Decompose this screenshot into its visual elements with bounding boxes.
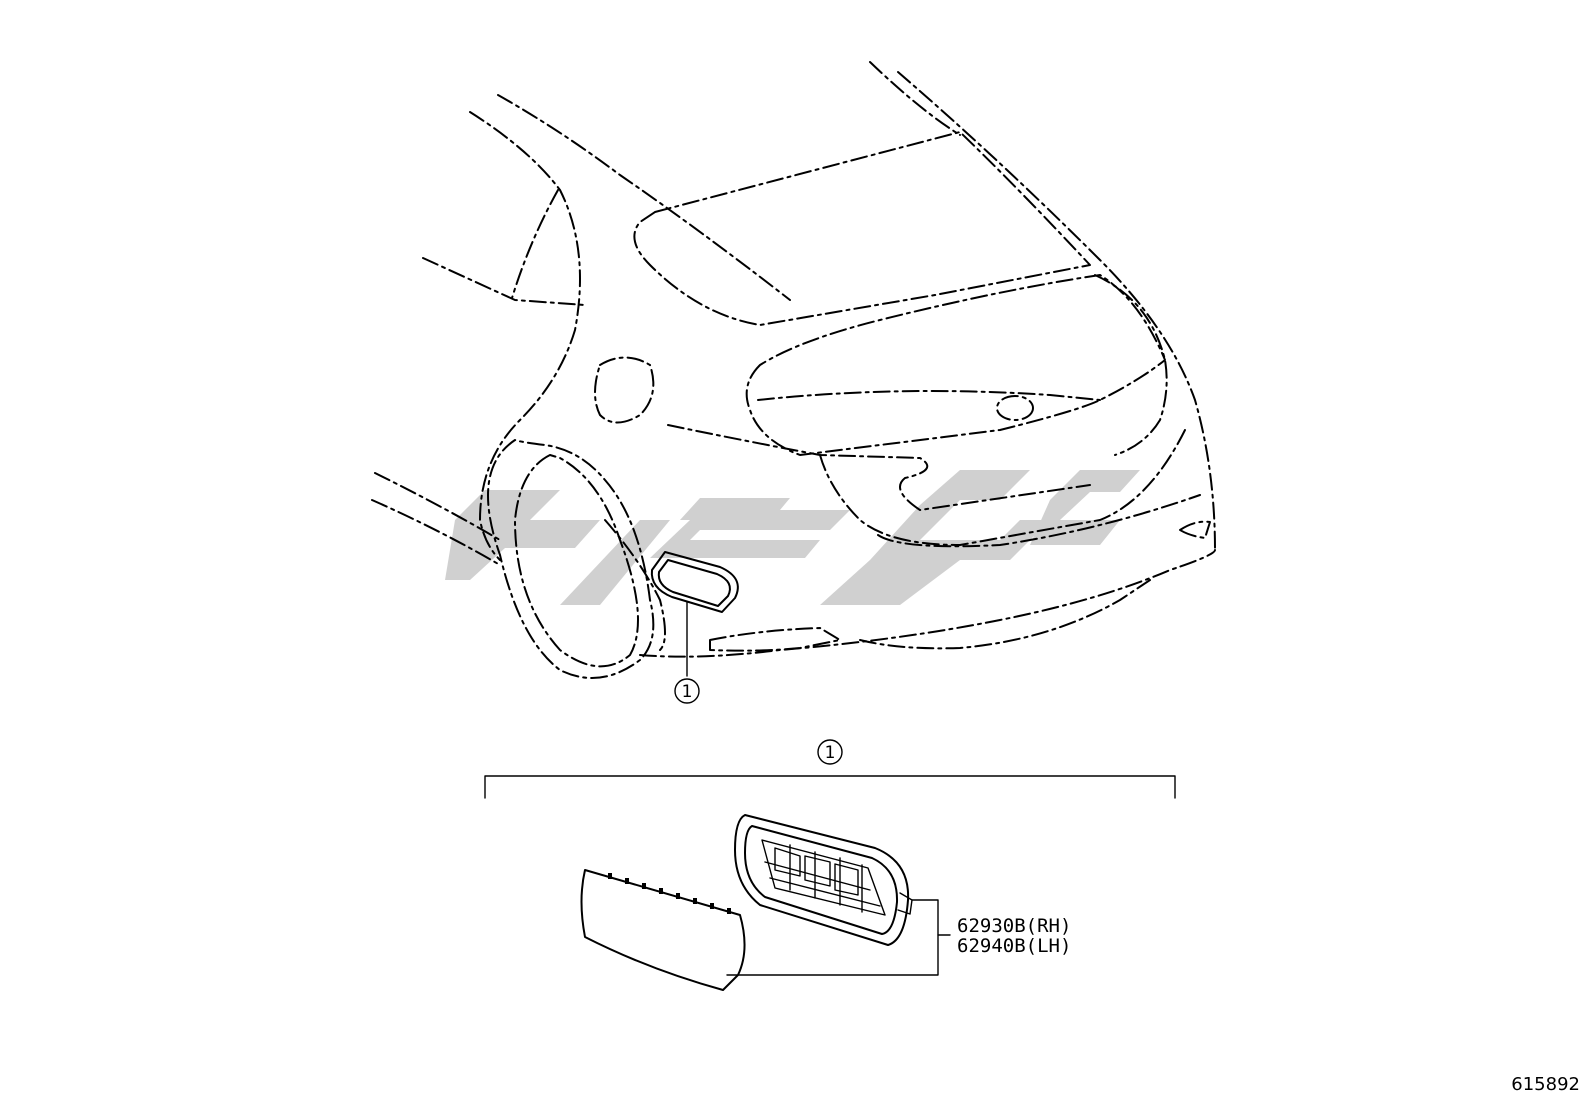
callout-circle-vehicle: 1 xyxy=(674,678,700,704)
svg-text:1: 1 xyxy=(825,743,836,763)
reflector-housing xyxy=(734,814,913,946)
part-number-lh: 62940B(LH) xyxy=(957,935,1071,957)
assembly-bracket xyxy=(484,775,1176,799)
reflector-on-vehicle xyxy=(650,551,739,613)
watermark-logo xyxy=(445,470,1140,605)
callout-circle-assembly: 1 xyxy=(817,739,843,765)
vehicle-outline xyxy=(371,61,1216,679)
part-number-rh: 62930B(RH) xyxy=(957,915,1071,937)
diagram-id: 615892 xyxy=(1511,1074,1580,1095)
part-number-leaders xyxy=(726,899,951,976)
svg-text:1: 1 xyxy=(682,682,693,702)
reflector-lens xyxy=(580,869,746,991)
